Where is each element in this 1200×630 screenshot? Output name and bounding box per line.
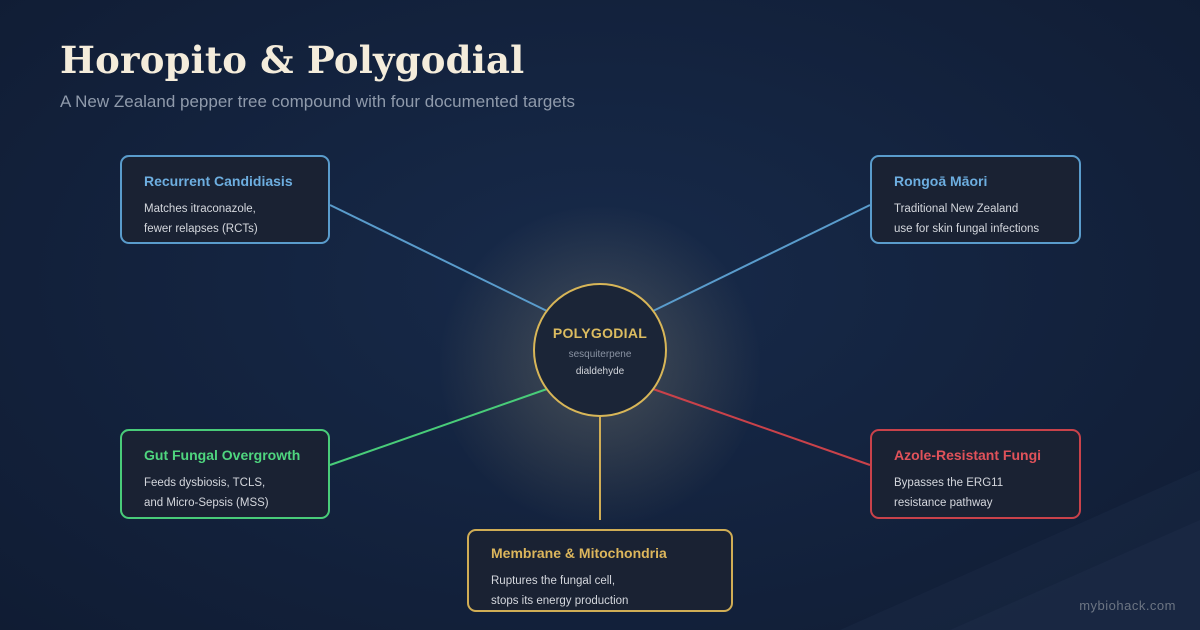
card-text-line: stops its energy production [491,595,629,607]
connector-candidiasis [329,204,548,312]
card-membrane-mitochondria: Membrane & Mitochondria Ruptures the fun… [467,529,733,612]
card-text-line: and Micro-Sepsis (MSS) [144,497,269,509]
card-text-line: Ruptures the fungal cell, [491,575,616,587]
page-subtitle: A New Zealand pepper tree compound with … [60,92,576,111]
hub-subtitle-line-2: dialdehyde [575,366,625,377]
polygodial-hub: POLYGODIAL sesquiterpene dialdehyde [533,283,667,417]
card-text-line: Bypasses the ERG11 [894,477,1004,489]
card-text-line: fewer relapses (RCTs) [144,223,258,235]
connector-gut [329,388,548,466]
card-recurrent-candidiasis: Recurrent Candidiasis Matches itraconazo… [120,155,330,244]
card-title: Rongoā Māori [894,173,988,189]
card-gut-fungal-overgrowth: Gut Fungal Overgrowth Feeds dysbiosis, T… [120,429,330,519]
card-rongoa-maori: Rongoā Māori Traditional New Zealand use… [870,155,1081,244]
card-text-line: Feeds dysbiosis, TCLS, [144,477,266,489]
card-title: Membrane & Mitochondria [491,545,667,561]
card-text-line: Traditional New Zealand [894,203,1019,215]
card-text-line: Matches itraconazole, [144,203,256,215]
card-title: Gut Fungal Overgrowth [144,447,301,463]
hub-subtitle-line-1: sesquiterpene [568,349,632,360]
site-watermark: mybiohack.com [1079,598,1176,613]
page-title: Horopito & Polygodial [60,38,525,82]
card-title: Azole-Resistant Fungi [894,447,1042,463]
connector-rongoa [652,204,871,312]
card-title: Recurrent Candidiasis [144,173,293,189]
card-text-line: use for skin fungal infections [894,223,1040,235]
card-azole-resistant-fungi: Azole-Resistant Fungi Bypasses the ERG11… [870,429,1081,519]
hub-title: POLYGODIAL [552,325,648,341]
connector-azole [652,388,871,466]
card-text-line: resistance pathway [894,497,993,509]
